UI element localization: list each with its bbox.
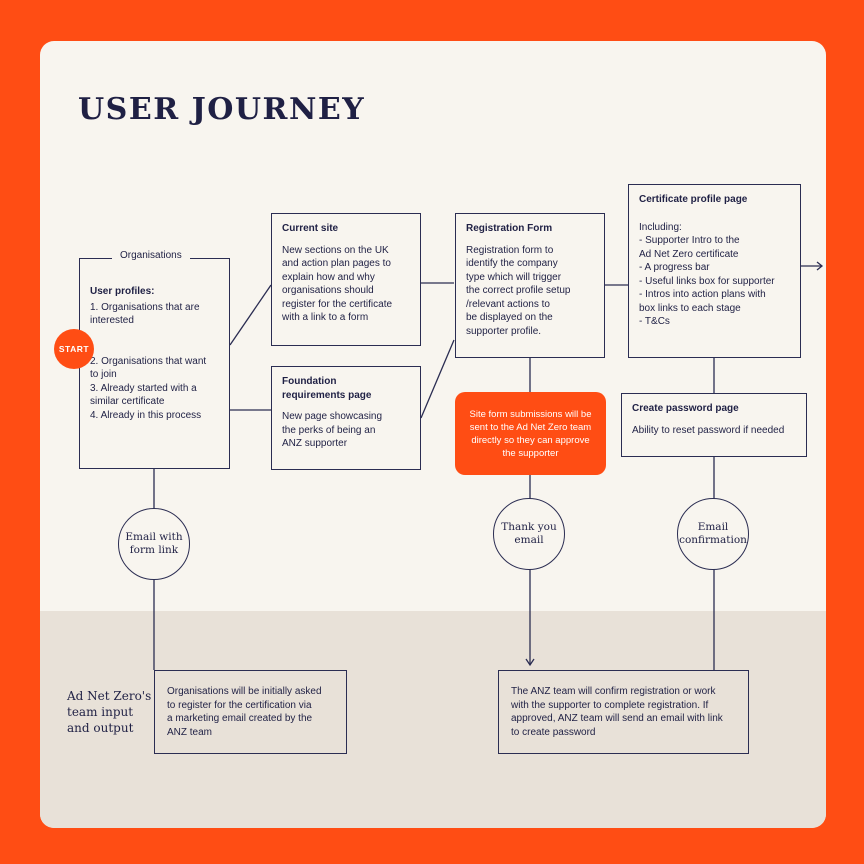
arrow-head-down	[525, 658, 535, 667]
site-form-note: Site form submissions will be sent to th…	[455, 392, 606, 475]
team-box-right-text: The ANZ team will confirm registration o…	[511, 686, 723, 738]
certificate-profile-box: Certificate profile page Including: - Su…	[628, 184, 801, 358]
password-text: Ability to reset password if needed	[632, 424, 785, 436]
foundation-box: Foundation requirements page New page sh…	[271, 366, 421, 470]
current-site-heading: Current site	[282, 223, 339, 234]
organisations-legend: Organisations	[112, 250, 190, 261]
page-title: USER JOURNEY	[78, 92, 366, 127]
password-heading: Create password page	[632, 403, 739, 414]
arrow-head	[816, 261, 824, 271]
email-confirmation-circle: Email confirmation	[677, 498, 749, 570]
certificate-heading: Certificate profile page	[639, 194, 748, 205]
create-password-box: Create password page Ability to reset pa…	[621, 393, 807, 457]
team-box-left-text: Organisations will be initially asked to…	[167, 686, 322, 738]
registration-form-box: Registration Form Registration form to i…	[455, 213, 605, 358]
current-site-text: New sections on the UK and action plan p…	[282, 244, 393, 324]
current-site-box: Current site New sections on the UK and …	[271, 213, 421, 346]
start-badge: START	[54, 329, 94, 369]
team-box-left: Organisations will be initially asked to…	[154, 670, 347, 754]
org-to-current-site	[229, 284, 272, 346]
certificate-text: Including: - Supporter Intro to the Ad N…	[639, 221, 775, 328]
user-profiles-heading: User profiles:	[90, 286, 155, 297]
thank-you-email-circle: Thank you email	[493, 498, 565, 570]
user-profiles-text: 1. Organisations that are interested 2. …	[90, 301, 207, 421]
team-box-right: The ANZ team will confirm registration o…	[498, 670, 749, 754]
registration-text: Registration form to identify the compan…	[466, 244, 571, 337]
registration-heading: Registration Form	[466, 223, 553, 234]
foundation-text: New page showcasing the perks of being a…	[282, 411, 383, 449]
organisations-box: User profiles: 1. Organisations that are…	[79, 258, 230, 469]
email-form-link-circle: Email with form link	[118, 508, 190, 580]
foundation-to-registration	[420, 339, 455, 419]
foundation-heading: Foundation requirements page	[282, 376, 372, 401]
team-input-label: Ad Net Zero's team input and output	[67, 689, 152, 735]
